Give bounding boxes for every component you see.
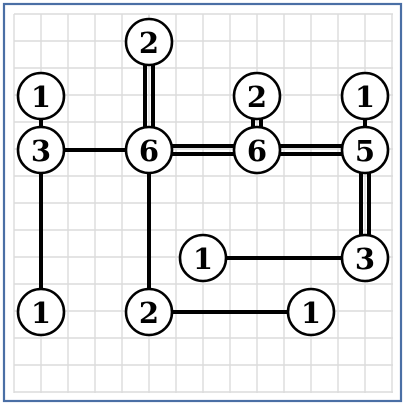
island-circle[interactable] xyxy=(232,125,282,175)
island-circle[interactable] xyxy=(178,233,228,283)
island-value: 2 xyxy=(139,26,159,60)
island-i1[interactable]: 2 xyxy=(124,17,174,67)
island-i10[interactable]: 3 xyxy=(340,233,390,283)
island-i6[interactable]: 6 xyxy=(124,125,174,175)
island-i3[interactable]: 2 xyxy=(232,71,282,121)
island-i13[interactable]: 1 xyxy=(286,287,336,337)
island-value: 3 xyxy=(355,242,375,276)
island-circle[interactable] xyxy=(232,71,282,121)
island-circle[interactable] xyxy=(286,287,336,337)
island-i7[interactable]: 6 xyxy=(232,125,282,175)
island-i5[interactable]: 3 xyxy=(16,125,66,175)
island-value: 1 xyxy=(301,296,321,330)
island-value: 2 xyxy=(247,80,267,114)
island-i12[interactable]: 2 xyxy=(124,287,174,337)
island-value: 1 xyxy=(355,80,375,114)
island-value: 1 xyxy=(193,242,213,276)
island-value: 1 xyxy=(31,80,51,114)
island-value: 5 xyxy=(355,134,375,168)
island-i8[interactable]: 5 xyxy=(340,125,390,175)
island-i2[interactable]: 1 xyxy=(16,71,66,121)
island-i4[interactable]: 1 xyxy=(340,71,390,121)
island-i11[interactable]: 1 xyxy=(16,287,66,337)
island-circle[interactable] xyxy=(16,287,66,337)
island-circle[interactable] xyxy=(124,287,174,337)
island-value: 1 xyxy=(31,296,51,330)
island-circle[interactable] xyxy=(16,71,66,121)
island-circle[interactable] xyxy=(124,17,174,67)
island-circle[interactable] xyxy=(340,71,390,121)
island-circle[interactable] xyxy=(124,125,174,175)
island-circle[interactable] xyxy=(340,125,390,175)
island-circle[interactable] xyxy=(16,125,66,175)
island-value: 6 xyxy=(247,134,267,168)
island-circle[interactable] xyxy=(340,233,390,283)
grid-lines xyxy=(13,13,393,393)
island-value: 6 xyxy=(139,134,159,168)
island-i9[interactable]: 1 xyxy=(178,233,228,283)
board-frame xyxy=(2,2,403,403)
island-value: 3 xyxy=(31,134,51,168)
island-value: 2 xyxy=(139,296,159,330)
